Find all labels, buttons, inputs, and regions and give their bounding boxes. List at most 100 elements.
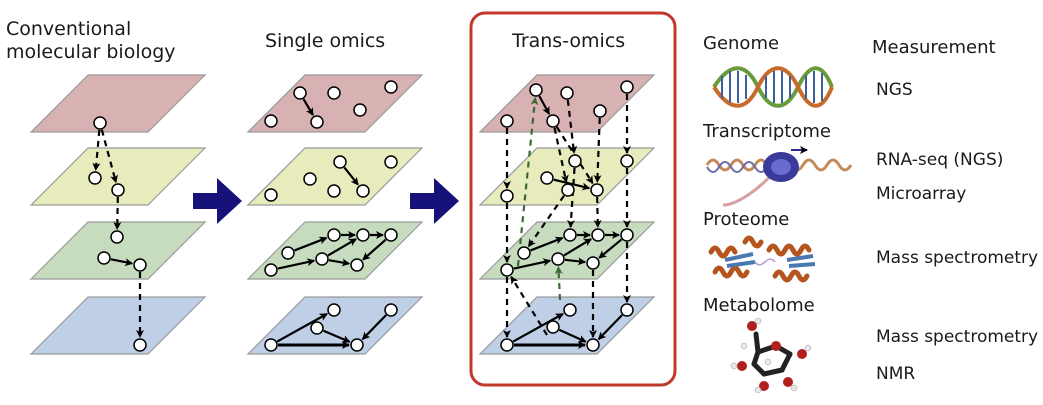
- network-node: [264, 338, 278, 352]
- proteome-layer: [478, 221, 656, 280]
- network-node: [620, 80, 634, 94]
- network-node: [620, 303, 634, 317]
- network-edge: [597, 314, 623, 341]
- column-title-single-omics: Single omics: [265, 30, 385, 53]
- metabolome-layer: [246, 296, 424, 355]
- network-node: [620, 154, 634, 168]
- dashed-regulation-edge: [553, 127, 569, 184]
- measurement-nmr: NMR: [876, 364, 916, 384]
- network-node: [111, 183, 125, 197]
- network-node: [93, 116, 107, 130]
- right-arrow-icon: [193, 178, 242, 224]
- network-node: [353, 103, 367, 117]
- network-edge: [538, 95, 551, 115]
- network-node: [264, 263, 278, 277]
- network-node: [293, 86, 307, 100]
- network-edge: [512, 312, 564, 343]
- title-line: Conventional: [6, 18, 132, 40]
- measurement-header: Measurement: [872, 37, 996, 58]
- measurement-mass-spec-proteome: Mass spectrometry: [876, 248, 1039, 268]
- network-node: [303, 172, 317, 186]
- dashed-regulation-edge: [100, 129, 118, 184]
- network-node: [500, 189, 514, 203]
- network-node: [563, 303, 577, 317]
- network-node: [110, 230, 124, 244]
- title-text: Single omics: [265, 30, 386, 52]
- column-title-trans-omics: Trans-omics: [512, 30, 625, 53]
- network-node: [591, 228, 605, 242]
- network-node: [586, 338, 600, 352]
- network-edge: [302, 98, 314, 116]
- network-node: [529, 83, 543, 97]
- measurement-mass-spec-metabolome: Mass spectrometry: [876, 327, 1039, 347]
- network-node: [384, 303, 398, 317]
- network-node: [327, 303, 341, 317]
- measurement-ngs: NGS: [876, 80, 913, 100]
- title-text: Trans-omics: [512, 30, 626, 52]
- title-line: molecular biology: [6, 41, 176, 63]
- network-node: [384, 228, 398, 242]
- network-node: [384, 155, 398, 169]
- network-node: [333, 155, 347, 169]
- right-arrow-icon: [410, 178, 459, 224]
- dashed-regulation-edge: [113, 196, 122, 231]
- network-node: [264, 114, 278, 128]
- network-node: [350, 338, 364, 352]
- network-edge: [323, 329, 351, 343]
- network-node: [560, 86, 574, 100]
- omics-label-proteome: Proteome: [703, 209, 790, 230]
- dna-helix-image: [712, 66, 834, 108]
- network-edge: [558, 328, 587, 343]
- network-node: [264, 188, 278, 202]
- network-node: [563, 228, 577, 242]
- network-node: [310, 115, 324, 129]
- network-node: [281, 246, 295, 260]
- measurement-rna-seq: RNA-seq (NGS): [876, 150, 1004, 170]
- network-node: [561, 183, 575, 197]
- omics-label-metabolome: Metabolome: [703, 295, 815, 316]
- network-node: [551, 252, 565, 266]
- network-node: [310, 321, 324, 335]
- genome-layer: [29, 74, 207, 133]
- network-node: [500, 338, 514, 352]
- network-edge: [328, 258, 351, 267]
- dashed-regulation-edge: [92, 129, 101, 172]
- transcriptome-layer: [29, 147, 207, 206]
- transcriptome-layer: [246, 147, 424, 206]
- dashed-regulation-edge: [593, 196, 602, 229]
- network-node: [88, 171, 102, 185]
- metabolome-layer: [29, 296, 207, 355]
- transcription-image: [705, 146, 853, 207]
- glucose-molecule-image: [730, 318, 812, 393]
- network-node: [500, 263, 514, 277]
- network-node: [590, 183, 604, 197]
- trans-omics-highlight-box: [469, 11, 677, 387]
- network-node: [500, 114, 514, 128]
- column-title-conventional: Conventional molecular biology: [6, 18, 176, 64]
- network-node: [133, 338, 147, 352]
- dashed-regulation-edge: [567, 167, 576, 229]
- network-edge: [277, 258, 316, 270]
- network-node: [568, 154, 582, 168]
- network-node: [327, 184, 341, 198]
- network-node: [356, 184, 370, 198]
- protein-structure-image: [708, 235, 816, 283]
- network-edge: [513, 258, 552, 270]
- network-node: [327, 228, 341, 242]
- network-edge: [553, 178, 591, 191]
- genome-layer: [478, 74, 656, 133]
- network-node: [586, 256, 600, 270]
- dashed-regulation-edge: [554, 265, 563, 301]
- network-edge: [343, 166, 359, 186]
- network-node: [327, 86, 341, 100]
- dashed-regulation-edge: [566, 99, 578, 155]
- genome-layer: [246, 74, 424, 133]
- omics-label-transcriptome: Transcriptome: [703, 121, 831, 142]
- network-edge: [598, 238, 623, 259]
- network-node: [546, 114, 560, 128]
- dashed-regulation-edge: [510, 275, 548, 336]
- network-edge: [361, 314, 387, 341]
- network-node: [540, 171, 554, 185]
- omics-label-genome: Genome: [703, 33, 780, 54]
- network-node: [593, 104, 607, 118]
